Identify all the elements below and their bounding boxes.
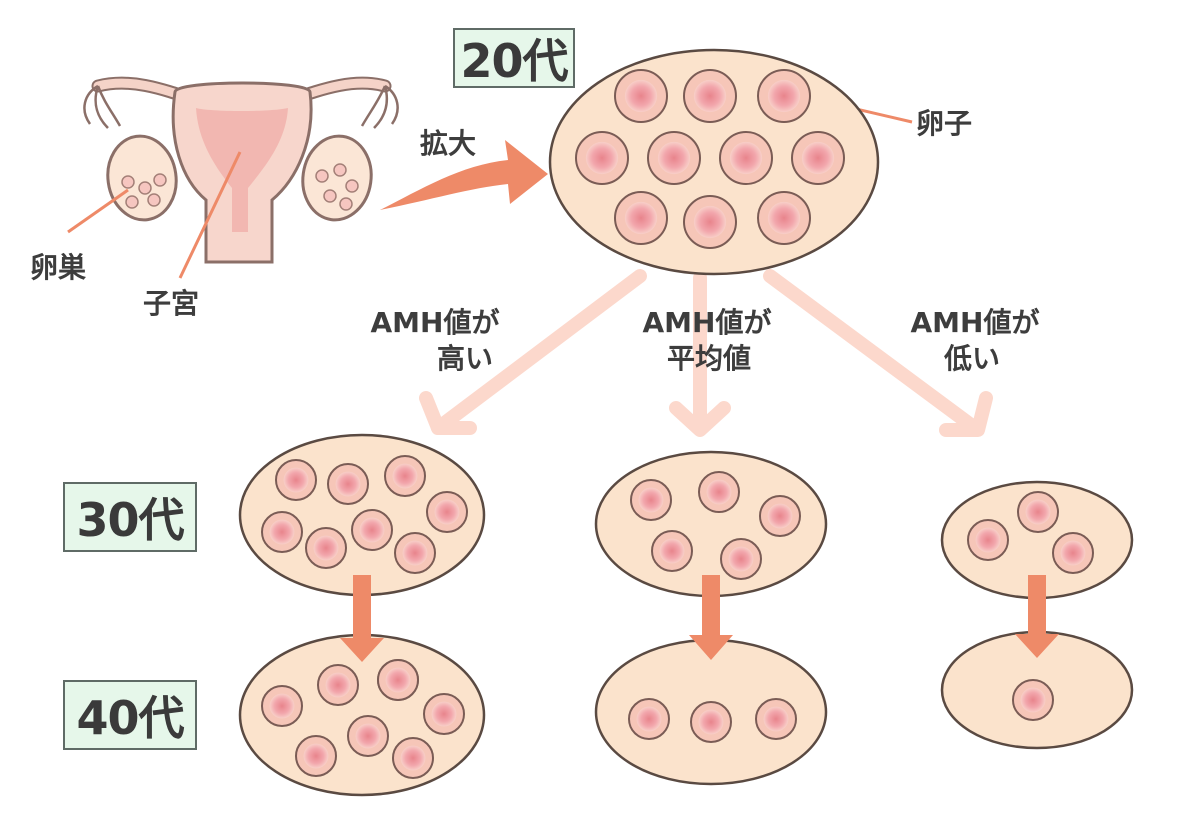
- uterus-illustration: [67, 76, 399, 279]
- branch-arrows: [419, 269, 993, 437]
- egg-nucleus: [729, 141, 763, 175]
- egg-nucleus: [767, 503, 793, 529]
- enlarge-label: 拡大: [420, 127, 477, 160]
- egg-nucleus: [763, 706, 789, 732]
- egg-nucleus: [767, 79, 801, 113]
- egg-nucleus: [585, 141, 619, 175]
- ovary-follicles-left: [121, 173, 167, 209]
- egg-nucleus: [1020, 687, 1046, 713]
- egg-nucleus: [1025, 499, 1051, 525]
- egg-nucleus: [269, 519, 295, 545]
- egg-nucleus: [638, 487, 664, 513]
- branch-label-low-line1: AMH値が: [910, 306, 1040, 339]
- egg-nucleus: [636, 706, 662, 732]
- ovary-follicles-right: [315, 163, 359, 211]
- eggs-high-age40: [261, 659, 465, 779]
- egg-nucleus: [283, 467, 309, 493]
- egg-nucleus: [975, 527, 1001, 553]
- branch-label-low-line2: 低い: [943, 342, 1000, 376]
- egg-label: 卵子: [916, 107, 973, 140]
- egg-nucleus: [392, 463, 418, 489]
- egg-nucleus: [269, 693, 295, 719]
- egg-nucleus: [1060, 540, 1086, 566]
- branch-label-average: AMH値が 平均値: [612, 305, 802, 378]
- age-tag-20s: 20代: [453, 28, 575, 88]
- age-tag-30s: 30代: [63, 482, 197, 552]
- branch-label-average-line2: 平均値: [666, 342, 751, 376]
- egg-nucleus: [325, 672, 351, 698]
- egg-nucleus: [659, 538, 685, 564]
- egg-nucleus: [385, 667, 411, 693]
- ovary-label: 卵巣: [30, 251, 87, 284]
- egg-nucleus: [431, 701, 457, 727]
- egg-nucleus: [624, 79, 658, 113]
- egg-nucleus: [657, 141, 691, 175]
- egg-nucleus: [693, 79, 727, 113]
- eggs-age20: [575, 69, 845, 249]
- egg-nucleus: [303, 743, 329, 769]
- egg-nucleus: [335, 471, 361, 497]
- egg-nucleus: [400, 745, 426, 771]
- uterus-leader-line: [178, 151, 242, 279]
- uterus-label: 子宮: [143, 287, 200, 320]
- egg-nucleus: [402, 540, 428, 566]
- egg-nucleus: [355, 723, 381, 749]
- egg-nucleus: [624, 201, 658, 235]
- enlarge-arrow: [380, 140, 548, 210]
- egg-nucleus: [313, 535, 339, 561]
- branch-label-high-line1: AMH値が: [370, 306, 500, 339]
- ovary-leader-line: [67, 188, 129, 234]
- egg-nucleus: [706, 479, 732, 505]
- egg-nucleus: [693, 205, 727, 239]
- branch-label-low: AMH値が 低い: [880, 305, 1070, 378]
- egg-nucleus: [359, 517, 385, 543]
- egg-nucleus: [801, 141, 835, 175]
- egg-nucleus: [698, 709, 724, 735]
- eggs-high-age30: [261, 455, 468, 574]
- decline-arrows: [340, 575, 1059, 662]
- egg-nucleus: [728, 546, 754, 572]
- eggs-low-age30: [967, 491, 1094, 574]
- age-tag-40s: 40代: [63, 680, 197, 750]
- eggs-avg-age40: [628, 698, 797, 743]
- eggs-avg-age30: [630, 471, 801, 580]
- egg-nucleus: [434, 499, 460, 525]
- branch-label-high-line2: 高い: [436, 342, 493, 376]
- eggs-low-age40: [1012, 679, 1054, 721]
- egg-nucleus: [767, 201, 801, 235]
- branch-label-average-line1: AMH値が: [642, 306, 772, 339]
- branch-label-high: AMH値が 高い: [340, 305, 530, 378]
